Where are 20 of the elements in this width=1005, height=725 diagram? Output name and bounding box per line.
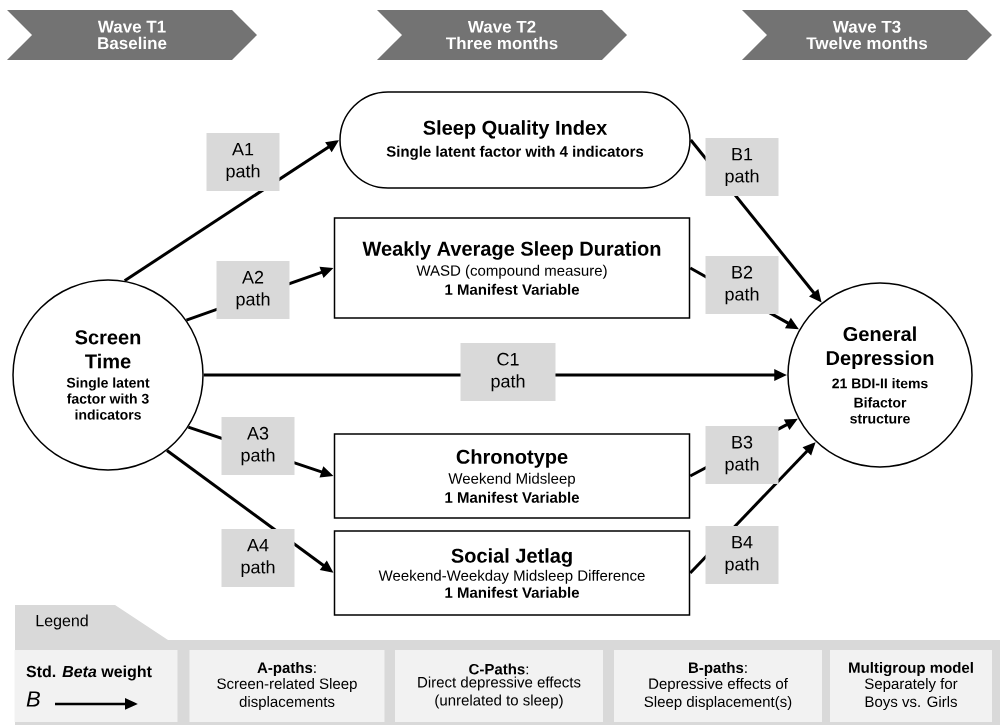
legend-box: C-Paths: Direct depressive effects (unrelated to sleep) xyxy=(395,650,603,722)
edge-label: A3 path xyxy=(221,417,295,475)
manifest-variable-box: Social Jetlag Weekend-Weekday Midsleep Difference 1 Manifest Variable xyxy=(333,530,691,616)
edge-label: B3 path xyxy=(705,426,779,484)
wave-chevron: Wave T1 Baseline xyxy=(7,10,257,60)
manifest-variable-box: Weakly Average Sleep Duration WASD (compound measure) 1 Manifest Variable xyxy=(333,217,691,319)
edge-label: A1 path xyxy=(206,133,280,191)
edge-label: A2 path xyxy=(216,261,290,319)
edge-label: B2 path xyxy=(705,256,779,314)
edge-label: A4 path xyxy=(221,529,295,587)
edge-label: B1 path xyxy=(705,138,779,196)
legend-box: Multigroup model Separately for Boys vs. Girls xyxy=(830,650,992,722)
wave-chevron: Wave T3 Twelve months xyxy=(742,10,992,60)
manifest-variable-box: Chronotype Weekend Midsleep 1 Manifest Variable xyxy=(333,433,691,519)
edge-label: C1 path xyxy=(460,343,556,401)
edge-label: B4 path xyxy=(705,526,779,584)
wave-chevron: Wave T2 Three months xyxy=(377,10,627,60)
legend-box: B-paths: Depressive effects of Sleep displacement(s) xyxy=(614,650,822,722)
legend-box: A-paths: Screen-related Sleep displacements xyxy=(189,650,385,722)
legend-box: Std. Beta weight B xyxy=(14,650,178,722)
